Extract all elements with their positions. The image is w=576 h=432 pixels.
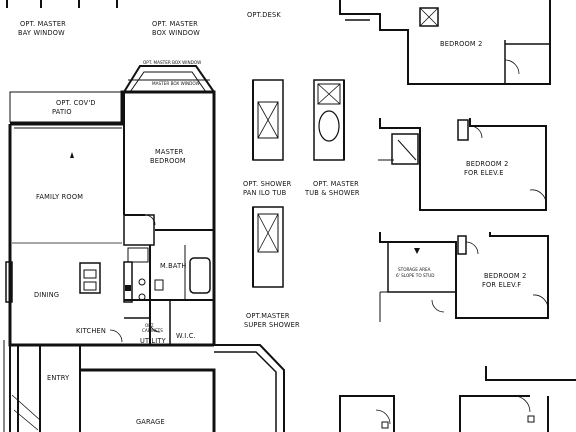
- storage-area-label: STORAGE AREA: [398, 267, 431, 272]
- wic-label: W.I.C.: [176, 332, 196, 340]
- bedroom-2-label: BEDROOM 2: [440, 40, 483, 48]
- shower-pan-detail: [252, 79, 284, 161]
- opt-master-super-shower-label-2: SUPER SHOWER: [244, 321, 300, 329]
- main-house: OPT. MASTER BOX WINDOW MASTER BOX WINDOW: [3, 60, 285, 432]
- opt-shower-pan-label-2: PAN ILO TUB: [243, 189, 287, 197]
- opt-covd-patio-label: OPT. COV'D: [56, 99, 96, 107]
- opt-covd-patio-label-2: PATIO: [52, 108, 72, 116]
- dining-label: DINING: [34, 291, 59, 299]
- master-bedroom-label-2: BEDROOM: [150, 157, 186, 165]
- opt-cabinets-label-2: CABINETS: [142, 328, 163, 333]
- opt-master-super-shower-label: OPT.MASTER: [246, 312, 290, 320]
- utility-label: UTILITY: [140, 337, 167, 345]
- bedroom-2-elev-e-plan: [378, 118, 547, 211]
- top-partial-walls: [6, 0, 118, 8]
- opt-desk-label: OPT.DESK: [247, 11, 281, 19]
- entry-label: ENTRY: [47, 374, 70, 382]
- opt-master-box-window-label-2: BOX WINDOW: [152, 29, 200, 37]
- bedroom-2-elev-e-label-2: FOR ELEV.E: [464, 169, 504, 177]
- covered-patio: [9, 91, 124, 123]
- opt-master-box-window-label: OPT. MASTER: [152, 20, 198, 28]
- opt-master-box-window-small-label: OPT. MASTER BOX WINDOW: [143, 60, 201, 65]
- master-bedroom-label: MASTER: [155, 148, 184, 156]
- bedroom-2-elev-f-label: BEDROOM 2: [484, 272, 527, 280]
- opt-master-bay-window-label-2: BAY WINDOW: [18, 29, 65, 37]
- super-shower-detail: [252, 206, 284, 288]
- master-box-window-small-label: MASTER BOX WINDOW: [152, 81, 200, 86]
- opt-master-tub-shower-label: OPT. MASTER: [313, 180, 359, 188]
- opt-shower-pan-label: OPT. SHOWER: [243, 180, 292, 188]
- family-room-label: FAMILY ROOM: [36, 193, 83, 201]
- bottom-right-partials: [339, 366, 576, 432]
- opt-master-tub-shower-label-2: TUB & SHOWER: [304, 189, 360, 197]
- bay-window: [123, 65, 215, 93]
- bedroom-2-elev-f-label-2: FOR ELEV.F: [482, 281, 521, 289]
- opt-cabinets-label: OPT.: [145, 323, 154, 328]
- m-bath-label: M.BATH: [160, 262, 187, 270]
- kitchen-label: KITCHEN: [76, 327, 106, 335]
- tub-shower-detail: [313, 79, 345, 161]
- opt-master-bay-window-label: OPT. MASTER: [20, 20, 66, 28]
- bedroom-2-elev-f-plan: [379, 232, 549, 322]
- bedroom-2-elev-e-label: BEDROOM 2: [466, 160, 509, 168]
- bedroom-2-plan: [339, 0, 551, 85]
- garage-label: GARAGE: [136, 418, 165, 426]
- storage-area-label-2: 6' SLOPE TO STUD: [396, 273, 434, 278]
